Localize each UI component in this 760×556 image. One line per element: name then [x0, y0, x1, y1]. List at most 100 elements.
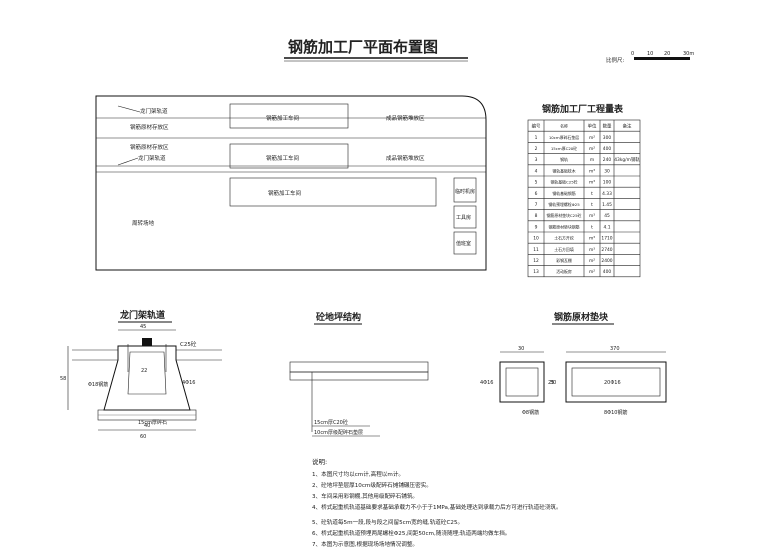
track-inner	[127, 351, 167, 395]
quantity-table-cell: 400	[603, 269, 612, 275]
quantity-table-cell: m³	[589, 213, 595, 219]
note-5: 5、砼轨道每5m一段,段与段之间留5cm宽的缝,轨道砼C25。	[312, 518, 463, 526]
scale-bar-label: 比例尺:	[606, 56, 625, 64]
quantity-table-cell: 3	[535, 157, 538, 163]
quantity-table-cell: m³	[589, 180, 595, 186]
quantity-table-cell: 12	[533, 258, 539, 264]
scale-tick-10: 10	[647, 51, 653, 57]
third-hall-label: 钢筋加工车间	[268, 189, 301, 197]
scale-tick-0: 0	[631, 51, 634, 57]
side-room-3-label: 值班室	[456, 240, 471, 247]
lane1-main-label: 钢筋原材存放区	[130, 123, 169, 131]
quantity-table-cell: m³	[589, 247, 595, 253]
block-right-dim-label: 370	[610, 346, 620, 352]
quantity-table-header: 单位	[588, 123, 597, 130]
dim-bottom2-label: 40	[144, 423, 150, 429]
block-left-stirrup-label: Φ8钢筋	[522, 409, 539, 416]
dim-top-label: 45	[140, 324, 146, 330]
quantity-table-cell: 土石方开挖	[554, 236, 574, 241]
quantity-table-cell: 1710	[601, 236, 612, 242]
dim-height-label: 58	[60, 376, 66, 382]
quantity-table-cell: 11	[533, 247, 539, 253]
quantity-table-cell: 钢轨基础枕木	[552, 168, 575, 173]
quantity-table-cell: 13	[533, 269, 539, 275]
note-1: 1、本图尺寸均以cm计,高程以m计。	[312, 470, 404, 478]
section-block-title: 钢筋原材垫块	[554, 311, 609, 323]
notes: 说明: 1、本图尺寸均以cm计,高程以m计。 2、砼地坪垫层厚10cm级配碎石摊…	[312, 457, 562, 548]
quantity-table-cell: m²	[589, 147, 595, 152]
quantity-table-cell: 7	[535, 202, 538, 208]
quantity-table-cell: 彩钢瓦棚	[556, 258, 572, 263]
lane2-hall	[229, 143, 349, 169]
site-plan: 龙门架轨道 钢筋原材存放区 钢筋加工车间 成品钢筋堆放区 钢筋原材存放区 龙门架…	[95, 95, 487, 271]
lane1-leader	[117, 105, 141, 113]
quantity-table-cell: m²	[589, 270, 595, 275]
scale-tick-20: 20	[664, 51, 670, 57]
quantity-table-cell: 钢轨	[560, 157, 568, 162]
notes-heading: 说明:	[312, 457, 327, 466]
floor-layer-2-label: 10cm厚级配碎石垫层	[314, 429, 363, 436]
section-track-title: 龙门架轨道	[119, 309, 165, 321]
track-body	[103, 345, 191, 411]
lane2-left-label: 钢筋原材存放区	[130, 143, 169, 151]
floor-layer-1-label: 15cm厚C20砼	[314, 419, 348, 426]
lane1-storage-label: 成品钢筋堆放区	[386, 114, 425, 122]
quantity-table-cell: 43kg/m钢轨	[614, 156, 640, 163]
label-conc: C25砼	[180, 340, 197, 348]
scale-bar: 比例尺: 0 10 20 30m	[606, 51, 694, 64]
lane1-hall	[229, 103, 349, 129]
label-bar-left: Φ18钢筋	[88, 381, 108, 388]
quantity-table-cell: 4.1	[604, 224, 611, 230]
block-left-inner	[505, 367, 539, 397]
side-room-2	[453, 205, 477, 229]
quantity-table-cell: 2	[535, 146, 538, 152]
yard-label: 周转场地	[132, 219, 155, 227]
quantity-table-cell: 100	[603, 180, 612, 186]
quantity-table-cell: 45	[604, 213, 610, 219]
note-4: 4、桥式起重机轨道基础要求基础承载力不小于于1MPa,基础处理达到承载力后方可进…	[312, 503, 562, 511]
quantity-table-cell: 钢轨基础钢筋	[552, 191, 575, 196]
block-right-inner	[571, 367, 661, 397]
floor-layer-gravel	[289, 371, 429, 381]
quantity-table-header: 编号	[532, 123, 541, 130]
label-base: 15cm厚碎石	[138, 419, 167, 426]
quantity-table-cell: 15cm厚C20砼	[551, 146, 577, 151]
note-6: 6、桥式起重机轨道预埋两尾螺栓Φ25,间距50cm,随浇随埋;轨道两端均做车挡。	[312, 529, 510, 537]
side-room-3	[453, 231, 477, 255]
lane2-main-label: 龙门架轨道	[138, 154, 166, 162]
side-room-1	[453, 177, 477, 203]
rail	[142, 338, 152, 346]
quantity-table-header: 数量	[603, 123, 612, 130]
quantity-table-cell: 钢轨基础C25砼	[550, 180, 577, 185]
quantity-table-cell: 9	[535, 224, 538, 230]
quantity-table-cell: 1	[535, 135, 538, 141]
note-3: 3、车间采用彩钢棚,其他用级配碎石铺筑。	[312, 492, 418, 500]
quantity-table-cell: 300	[603, 135, 612, 141]
site-boundary	[95, 95, 487, 271]
block-right-inner-label: 20Φ16	[604, 380, 621, 386]
quantity-table-cell: 10cm厚碎石垫层	[549, 135, 579, 140]
quantity-table-cell: 400	[603, 146, 612, 152]
quantity-table-cell: 2740	[601, 247, 612, 253]
quantity-table-cell: 4	[535, 168, 538, 174]
drawing-title: 钢筋加工厂平面布置图	[288, 38, 438, 56]
scale-tick-30: 30m	[683, 51, 694, 57]
section-block: 钢筋原材垫块 30 4Φ16 30 Φ8钢筋 370 25 20Φ16 8Φ10…	[480, 311, 667, 416]
lane1-left-label: 龙门架轨道	[140, 107, 168, 115]
block-left-dim-label: 30	[518, 346, 524, 352]
quantity-table-cell: 1.45	[602, 202, 612, 208]
lane2-hall-label: 钢筋加工车间	[266, 154, 299, 162]
block-left-bar-label: 4Φ16	[480, 380, 493, 386]
scale-bar-bar	[634, 57, 690, 60]
quantity-table-header: 备注	[623, 123, 632, 130]
quantity-table-cell: t	[591, 191, 593, 197]
quantity-table-cell: 土石方回填	[554, 247, 574, 252]
quantity-table-cell: t	[591, 202, 593, 208]
section-floor: 砼地坪结构 15cm厚C20砼 10cm厚级配碎石垫层	[289, 311, 429, 437]
quantity-table-cell: 10	[533, 236, 539, 242]
note-2: 2、砼地坪垫层厚10cm级配碎石摊铺碾压密实。	[312, 481, 432, 489]
lane2-storage-label: 成品钢筋堆放区	[386, 154, 425, 162]
